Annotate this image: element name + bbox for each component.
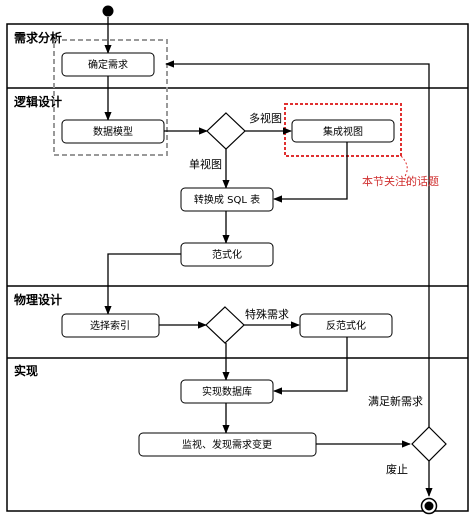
flow-arrow (104, 253, 181, 315)
edge-label-single-view: 单视图 (189, 157, 222, 171)
node-normalize: 范式化 (180, 242, 274, 267)
decision-view-count (206, 112, 246, 150)
node-label: 集成视图 (323, 125, 363, 138)
edge-label-multi-view: 多视图 (249, 111, 282, 125)
node-determine-requirements: 确定需求 (61, 52, 155, 77)
dashed-highlight-box (53, 39, 168, 156)
feedback-arrow (165, 60, 430, 427)
edge-label-special-requirements: 特殊需求 (245, 307, 289, 321)
node-integrate-views: 集成视图 (291, 119, 395, 143)
node-label: 监视、发现需求变更 (182, 438, 272, 451)
lane-title-implementation: 实现 (14, 363, 38, 378)
lane-title-requirements: 需求分析 (14, 30, 62, 45)
decision-special-requirements (205, 306, 245, 344)
node-monitor: 监视、发现需求变更 (138, 432, 317, 457)
node-label: 实现数据库 (202, 385, 252, 398)
node-select-index: 选择索引 (61, 313, 160, 338)
diagram-frame (6, 23, 469, 512)
end-node-inner (424, 501, 434, 511)
node-denormalize: 反范式化 (299, 313, 393, 338)
node-label: 数据模型 (93, 125, 133, 138)
start-node (102, 5, 114, 17)
node-implement-db: 实现数据库 (180, 379, 274, 404)
annotation-note: 本节关注的话题 (362, 174, 439, 188)
node-data-model: 数据模型 (61, 119, 165, 144)
lane-title-physical: 物理设计 (14, 292, 62, 307)
flow-lines (104, 17, 433, 497)
node-label: 选择索引 (90, 319, 130, 332)
node-label: 确定需求 (88, 58, 128, 71)
swimlanes: 需求分析 逻辑设计 物理设计 实现 (6, 23, 469, 512)
edge-label-satisfy-new: 满足新需求 (368, 394, 423, 408)
node-label: 反范式化 (326, 319, 366, 332)
node-convert-to-sql: 转换成 SQL 表 (180, 187, 274, 212)
flow-arrow (273, 336, 348, 395)
node-label: 转换成 SQL 表 (194, 193, 260, 206)
lane-title-logical: 逻辑设计 (14, 94, 62, 109)
node-label: 范式化 (212, 248, 242, 261)
decision-requirements-change (411, 426, 447, 462)
flow-arrow (273, 142, 348, 203)
edge-label-obsolete: 废止 (386, 462, 408, 476)
